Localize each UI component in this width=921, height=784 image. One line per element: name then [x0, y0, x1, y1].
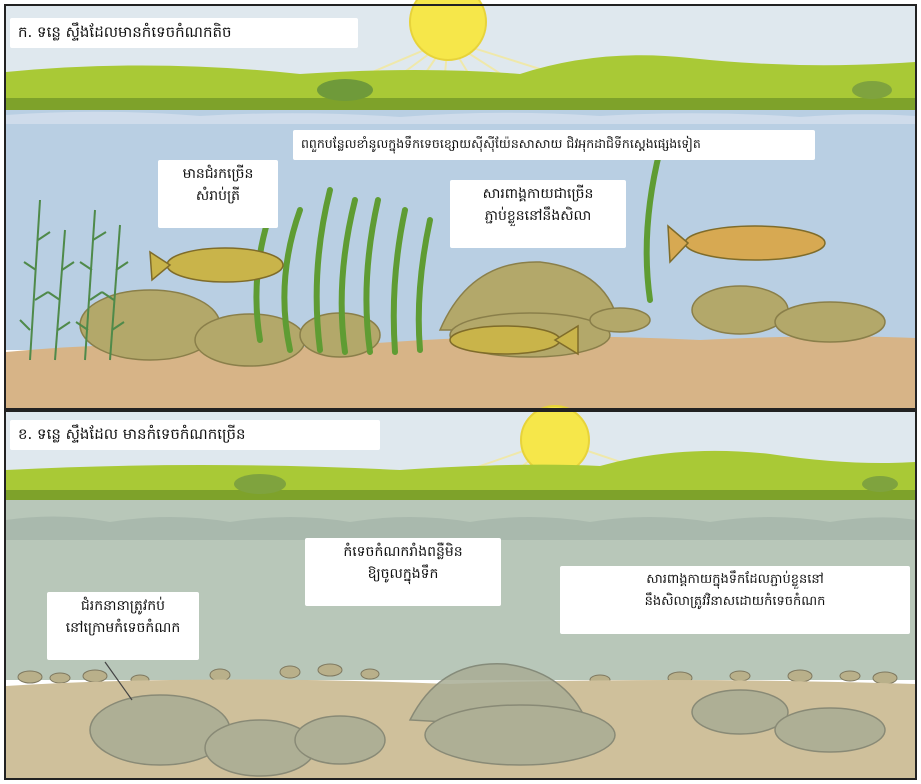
- bottom-sediment-line-2: ឱ្យចូលក្នុងទឹក: [313, 563, 493, 585]
- top-shelter-label: មានជំរកច្រើន សំរាប់ត្រី: [158, 160, 278, 228]
- bottom-organisms-line-2: នឹងសិលាត្រូវវិនាសដោយកំទេចកំណក: [568, 591, 902, 613]
- bottom-shelter-line-2: នៅក្រោមកំទេចកំណក: [55, 617, 191, 639]
- bottom-shelter-line-1: ជំរកនានាត្រូវកប់: [55, 595, 191, 617]
- bottom-bush: [234, 474, 286, 494]
- top-bush-right: [852, 81, 892, 99]
- top-shelter-line-1: មានជំរកច្រើន: [166, 163, 270, 185]
- top-shelter-line-2: សំរាប់ត្រី: [166, 185, 270, 207]
- top-bush: [317, 79, 373, 101]
- panel-bottom-title: ខ. ទន្លេ ស្ទឹងដែល មានកំទេចកំណកច្រើន: [10, 420, 380, 450]
- bottom-organisms-line-1: សារពាង្គកាយក្នុងទឹកដែលភ្ជាប់ខ្លួននៅ: [568, 569, 902, 591]
- panel-top-title: ក. ទន្លេ ស្ទឹងដែលមានកំទេចកំណកតិច: [10, 18, 358, 48]
- bottom-sediment-line-1: កំទេចកំណករាំងពន្លឺមិន: [313, 541, 493, 563]
- bottom-sun: [521, 406, 589, 474]
- top-organisms-line-1: សារពាង្គកាយជាច្រើន: [458, 183, 618, 205]
- bottom-organisms-label: សារពាង្គកាយក្នុងទឹកដែលភ្ជាប់ខ្លួននៅ នឹងស…: [560, 566, 910, 634]
- top-plants-label: ពពួកបន្លែលខាំនូលក្នុងទឹកទេចខ្សោយសុីសុីយ៉…: [293, 130, 815, 160]
- bottom-shelter-label: ជំរកនានាត្រូវកប់ នៅក្រោមកំទេចកំណក: [47, 592, 199, 660]
- top-organisms-line-2: ភ្ជាប់ខ្លួននៅនឹងសិលា: [458, 205, 618, 227]
- panel-divider: [6, 408, 915, 412]
- top-organisms-label: សារពាង្គកាយជាច្រើន ភ្ជាប់ខ្លួននៅនឹងសិលា: [450, 180, 626, 248]
- bottom-sediment-label: កំទេចកំណករាំងពន្លឺមិន ឱ្យចូលក្នុងទឹក: [305, 538, 501, 606]
